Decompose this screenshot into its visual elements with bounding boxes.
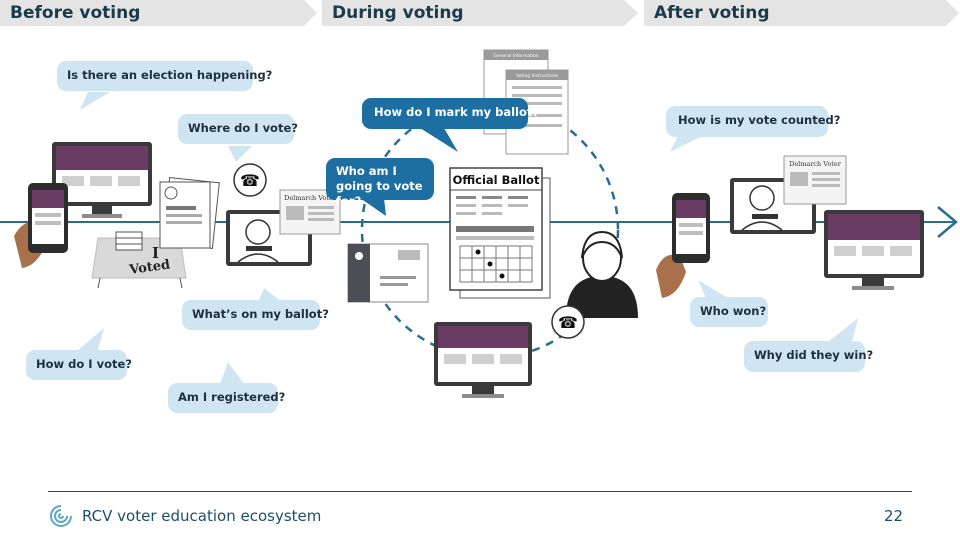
svg-text:☎: ☎ [240,171,260,190]
stage-bar-shape [644,0,959,26]
handout-heading-2: Voting Instructions [516,73,559,79]
newspaper-masthead: Delmarch Voter [284,194,337,202]
question-vote-counted: How is my vote counted? [666,106,840,137]
sticker-line2: Voted [127,257,171,278]
smartphone-icon [656,193,710,298]
stage-after: After voting [644,0,960,26]
monitor-icon [434,322,532,398]
monitor-icon [52,142,152,218]
page-number: 22 [884,507,904,525]
newspaper-masthead: Delmarch Voter [789,160,842,168]
svg-text:☎: ☎ [558,313,578,332]
stage-bar-shape [0,0,317,26]
mail-icon [347,243,429,303]
question-whats-on-ballot: What’s on my ballot? [182,300,329,330]
instructions-handout: General Information Voting Instructions [483,49,569,155]
ecosystem-illustration: I Voted ☎ Delmarch Voter General Informa… [0,49,958,398]
question-why-win: Why did they win? [744,341,873,372]
question-how-vote: How do I vote? [26,350,132,380]
smartphone-icon [14,183,68,268]
stage-label-after: After voting [654,3,770,23]
stage-bar-shape [322,0,638,26]
question-mark-ballot: How do I mark my ballot? [362,98,539,129]
stage-label-during: During voting [332,3,464,23]
mail-documents-icon [159,177,220,249]
phone-icon: ☎ [551,305,585,339]
sticker-line1: I [152,244,159,262]
logo-icon [50,505,72,527]
question-where-vote: Where do I vote? [178,114,298,144]
question-am-registered: Am I registered? [168,383,285,413]
stage-during: During voting [322,0,640,26]
phone-icon: ☎ [233,163,267,197]
stage-label-before: Before voting [10,3,141,23]
stage-before: Before voting [0,0,318,26]
footer-title: RCV voter education ecosystem [82,507,322,525]
question-who-won: Who won? [690,297,768,327]
bubble-tails [78,92,858,384]
handout-heading-1: General Information [493,53,538,59]
footer-divider [48,491,912,492]
ballot-icon: Official Ballot [449,167,551,299]
newspaper-icon: Delmarch Voter [783,155,847,205]
poll-worker-icon [566,230,638,318]
ballot-title: Official Ballot [453,173,540,187]
monitor-icon [824,210,924,290]
question-who-vote-for: Who am I going to vote for? [326,158,434,208]
question-election-happening: Is there an election happening? [57,61,272,91]
